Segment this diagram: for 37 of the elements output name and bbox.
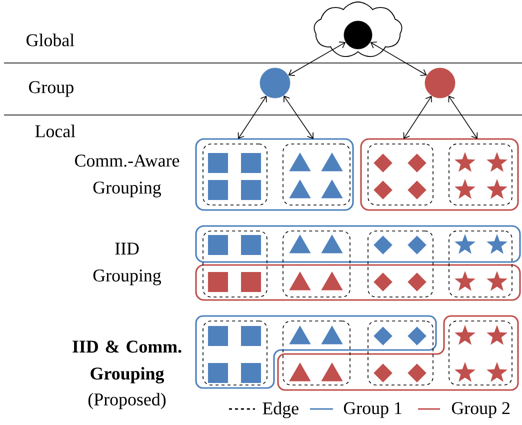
edge-box [448,230,512,298]
edge-box [282,144,350,206]
edge-box [448,320,512,386]
edge-box [368,320,434,386]
group-outline [195,315,437,389]
arrow [288,42,346,76]
group-box [195,264,521,301]
edge-box [368,230,434,298]
group-box [360,138,519,211]
legend-text: Group 2 [452,402,510,418]
edge-box [202,230,268,298]
row-label: IID & Comm. Grouping [72,340,182,384]
group-box [195,138,354,211]
row-label: Local [35,124,76,138]
legend-text: Edge [262,402,298,418]
circle [344,20,372,50]
row-label: IID Grouping [93,242,162,286]
edge-box [282,320,350,386]
circle [424,68,456,98]
circle [260,68,290,98]
group-outline [277,315,519,391]
row-label: Comm.-Aware Grouping [75,154,180,198]
legend-text: Group 1 [344,402,402,418]
group-box [195,225,521,263]
edge-box [368,144,434,206]
row-label: Group [29,81,74,97]
arrow [284,96,314,140]
arrow [238,96,267,140]
edge-box [202,320,268,386]
edge-box [448,144,512,206]
arrow [448,96,478,140]
edge-box [202,144,268,206]
row-label: (Proposed) [88,392,166,410]
arrow [370,42,427,76]
row-label: Global [26,34,74,46]
arrow [403,96,432,139]
edge-box [282,230,350,298]
